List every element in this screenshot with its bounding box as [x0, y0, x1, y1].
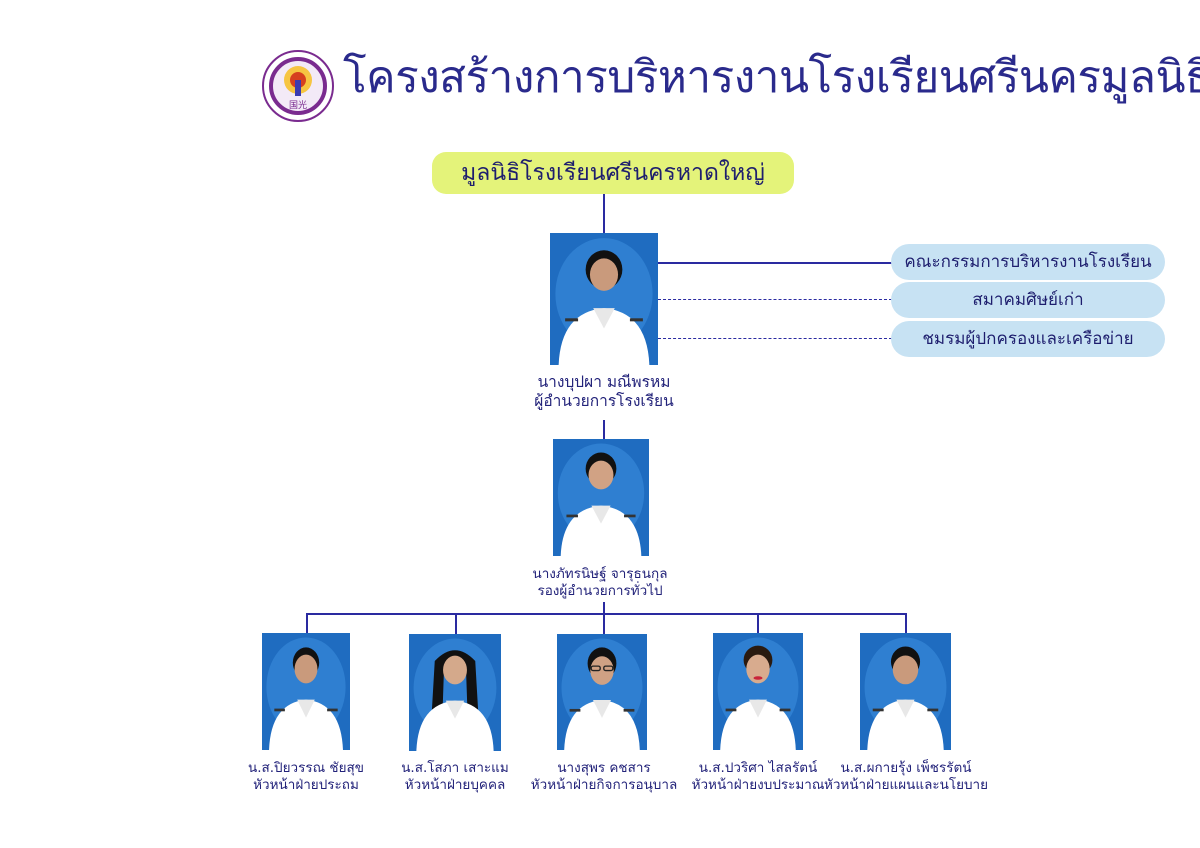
head-name-3: นางสุพร คชสาร: [557, 760, 651, 776]
parents-network-box: ชมรมผู้ปกครองและเครือข่าย: [891, 321, 1165, 357]
connector-director-alumni: [658, 299, 892, 300]
page-title: โครงสร้างการบริหารงานโรงเรียนศรีนครมูลนิ…: [343, 52, 1200, 103]
head-position-1: หัวหน้าฝ่ายประถม: [253, 776, 359, 793]
committee-box: คณะกรรมการบริหารงานโรงเรียน: [891, 244, 1165, 280]
connector-head-1: [306, 613, 308, 634]
head-photo-4: [713, 633, 803, 750]
deputy-photo: [553, 439, 649, 556]
connector-director-parents: [658, 338, 892, 339]
director-photo: [550, 233, 658, 365]
head-name-1: น.ส.ปิยวรรณ ชัยสุข: [248, 760, 364, 776]
head-caption-5: น.ส.ผกายรุ้ง เพ็ชรรัตน์ หัวหน้าฝ่ายแผนแล…: [816, 760, 996, 794]
alumni-association-box: สมาคมศิษย์เก่า: [891, 282, 1165, 318]
head-position-3: หัวหน้าฝ่ายกิจการอนุบาล: [530, 776, 678, 793]
director-caption: นางบุปผา มณีพรหม ผู้อำนวยการโรงเรียน: [504, 373, 704, 412]
head-position-2: หัวหน้าฝ่ายบุคคล: [404, 776, 506, 793]
connector-director-deputy: [603, 420, 605, 439]
connector-head-5: [905, 613, 907, 634]
director-name: นางบุปผา มณีพรหม: [537, 373, 671, 391]
head-caption-1: น.ส.ปิยวรรณ ชัยสุข หัวหน้าฝ่ายประถม: [216, 760, 396, 794]
head-caption-3: นางสุพร คชสาร หัวหน้าฝ่ายกิจการอนุบาล: [514, 760, 694, 794]
school-logo-icon: 国光: [262, 50, 334, 122]
head-position-4: หัวหน้าฝ่ายงบประมาณ: [691, 776, 825, 793]
deputy-caption: นางภัทรนิษฐ์ จารุธนกุล รองผู้อำนวยการทั่…: [500, 566, 700, 600]
connector-foundation-director: [603, 194, 605, 234]
foundation-box: มูลนิธิโรงเรียนศรีนครหาดใหญ่: [432, 152, 794, 194]
head-photo-2: [409, 634, 501, 751]
head-photo-3: [557, 634, 647, 750]
connector-head-2: [455, 613, 457, 634]
connector-heads-bus: [306, 613, 907, 615]
head-name-4: น.ส.ปวริศา ไสลรัตน์: [698, 760, 818, 776]
connector-head-4: [757, 613, 759, 634]
head-caption-2: น.ส.โสภา เสาะแม หัวหน้าฝ่ายบุคคล: [365, 760, 545, 794]
connector-head-3: [603, 613, 605, 634]
svg-text:国光: 国光: [289, 99, 307, 111]
connector-deputy-bus: [603, 602, 605, 614]
deputy-position: รองผู้อำนวยการทั่วไป: [537, 582, 663, 599]
head-photo-1: [262, 633, 350, 750]
connector-director-committee: [658, 262, 892, 264]
head-name-2: น.ส.โสภา เสาะแม: [401, 760, 509, 776]
director-position: ผู้อำนวยการโรงเรียน: [534, 392, 674, 411]
head-photo-5: [860, 633, 951, 750]
deputy-name: นางภัทรนิษฐ์ จารุธนกุล: [532, 566, 668, 582]
head-name-5: น.ส.ผกายรุ้ง เพ็ชรรัตน์: [840, 760, 972, 776]
head-position-5: หัวหน้าฝ่ายแผนและนโยบาย: [823, 776, 989, 793]
head-caption-4: น.ส.ปวริศา ไสลรัตน์ หัวหน้าฝ่ายงบประมาณ: [668, 760, 848, 794]
